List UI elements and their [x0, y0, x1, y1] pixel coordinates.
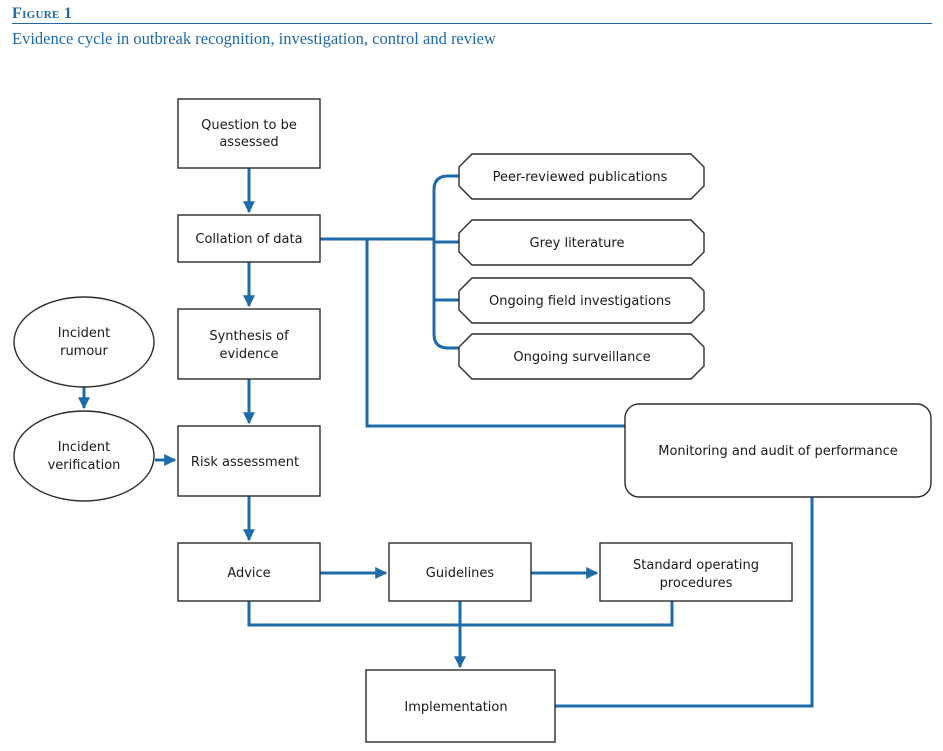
- verification-line-1: Incident: [58, 440, 110, 455]
- node-sop: Standard operating procedures: [599, 542, 793, 602]
- node-synthesis: Synthesis of evidence: [177, 308, 321, 380]
- connector-advice-sop-merge: [247, 601, 674, 627]
- sop-line-2: procedures: [660, 576, 733, 591]
- guidelines-label: Guidelines: [426, 566, 495, 581]
- grey-label: Grey literature: [530, 236, 625, 251]
- connectors: [78, 168, 814, 708]
- node-question: Question to be assessed: [177, 98, 321, 169]
- node-monitoring: Monitoring and audit of performance: [624, 403, 932, 498]
- node-risk-assessment: Risk assessment: [177, 425, 321, 497]
- node-implementation: Implementation: [365, 669, 556, 743]
- verification-line-2: verification: [48, 458, 121, 473]
- figure-caption: Evidence cycle in outbreak recognition, …: [12, 29, 496, 48]
- node-field-investigations: Ongoing field investigations: [458, 277, 705, 324]
- node-incident-verification: Incident verification: [13, 410, 155, 502]
- node-incident-rumour: Incident rumour: [13, 296, 155, 388]
- implementation-label: Implementation: [404, 700, 507, 715]
- question-line-2: assessed: [219, 135, 278, 150]
- advice-label: Advice: [227, 566, 270, 581]
- rumour-line-1: Incident: [58, 326, 110, 341]
- connector-monitoring-to-implementation: [555, 497, 814, 708]
- synthesis-line-1: Synthesis of: [209, 329, 289, 344]
- node-peer-reviewed: Peer-reviewed publications: [458, 153, 705, 200]
- surveillance-label: Ongoing surveillance: [513, 350, 650, 365]
- node-advice: Advice: [177, 542, 321, 602]
- connector-collation-to-monitoring: [365, 239, 625, 428]
- peer-label: Peer-reviewed publications: [493, 170, 668, 185]
- sop-line-1: Standard operating: [633, 558, 759, 573]
- node-ongoing-surveillance: Ongoing surveillance: [458, 333, 705, 380]
- rumour-line-2: rumour: [60, 344, 108, 359]
- risk-label: Risk assessment: [191, 455, 299, 470]
- question-line-1: Question to be: [201, 118, 297, 133]
- field-label: Ongoing field investigations: [489, 294, 671, 309]
- node-grey-literature: Grey literature: [458, 219, 705, 266]
- synthesis-line-2: evidence: [220, 347, 279, 362]
- node-guidelines: Guidelines: [388, 542, 532, 602]
- figure-label: Figure 1: [12, 5, 73, 22]
- figure-rule: [12, 23, 932, 24]
- collation-label: Collation of data: [195, 232, 302, 247]
- monitoring-label: Monitoring and audit of performance: [658, 444, 897, 459]
- node-collation: Collation of data: [177, 214, 321, 263]
- bracket-sources: [432, 174, 459, 350]
